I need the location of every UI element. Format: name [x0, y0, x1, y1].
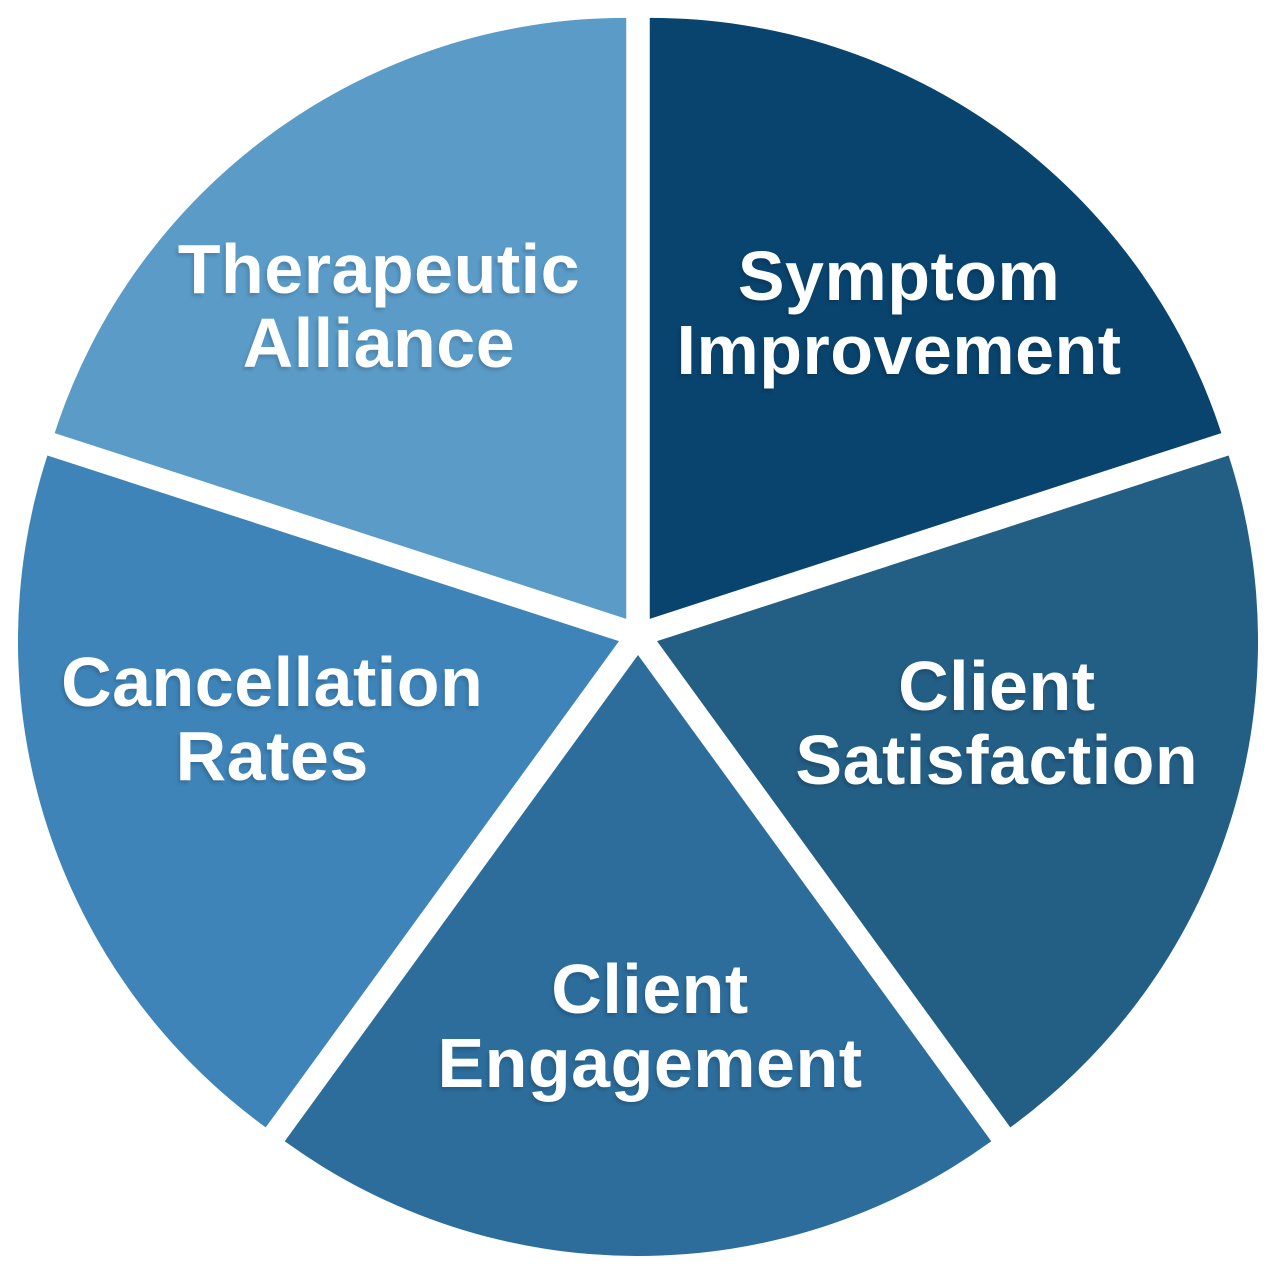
pie-slice-client-satisfaction — [657, 455, 1259, 1128]
pie-slice-therapeutic-alliance — [54, 17, 627, 619]
pie-slice-cancellation-rates — [17, 455, 619, 1128]
pie-slice-client-engagement — [284, 655, 992, 1257]
pie-slice-symptom-improvement — [649, 17, 1222, 619]
